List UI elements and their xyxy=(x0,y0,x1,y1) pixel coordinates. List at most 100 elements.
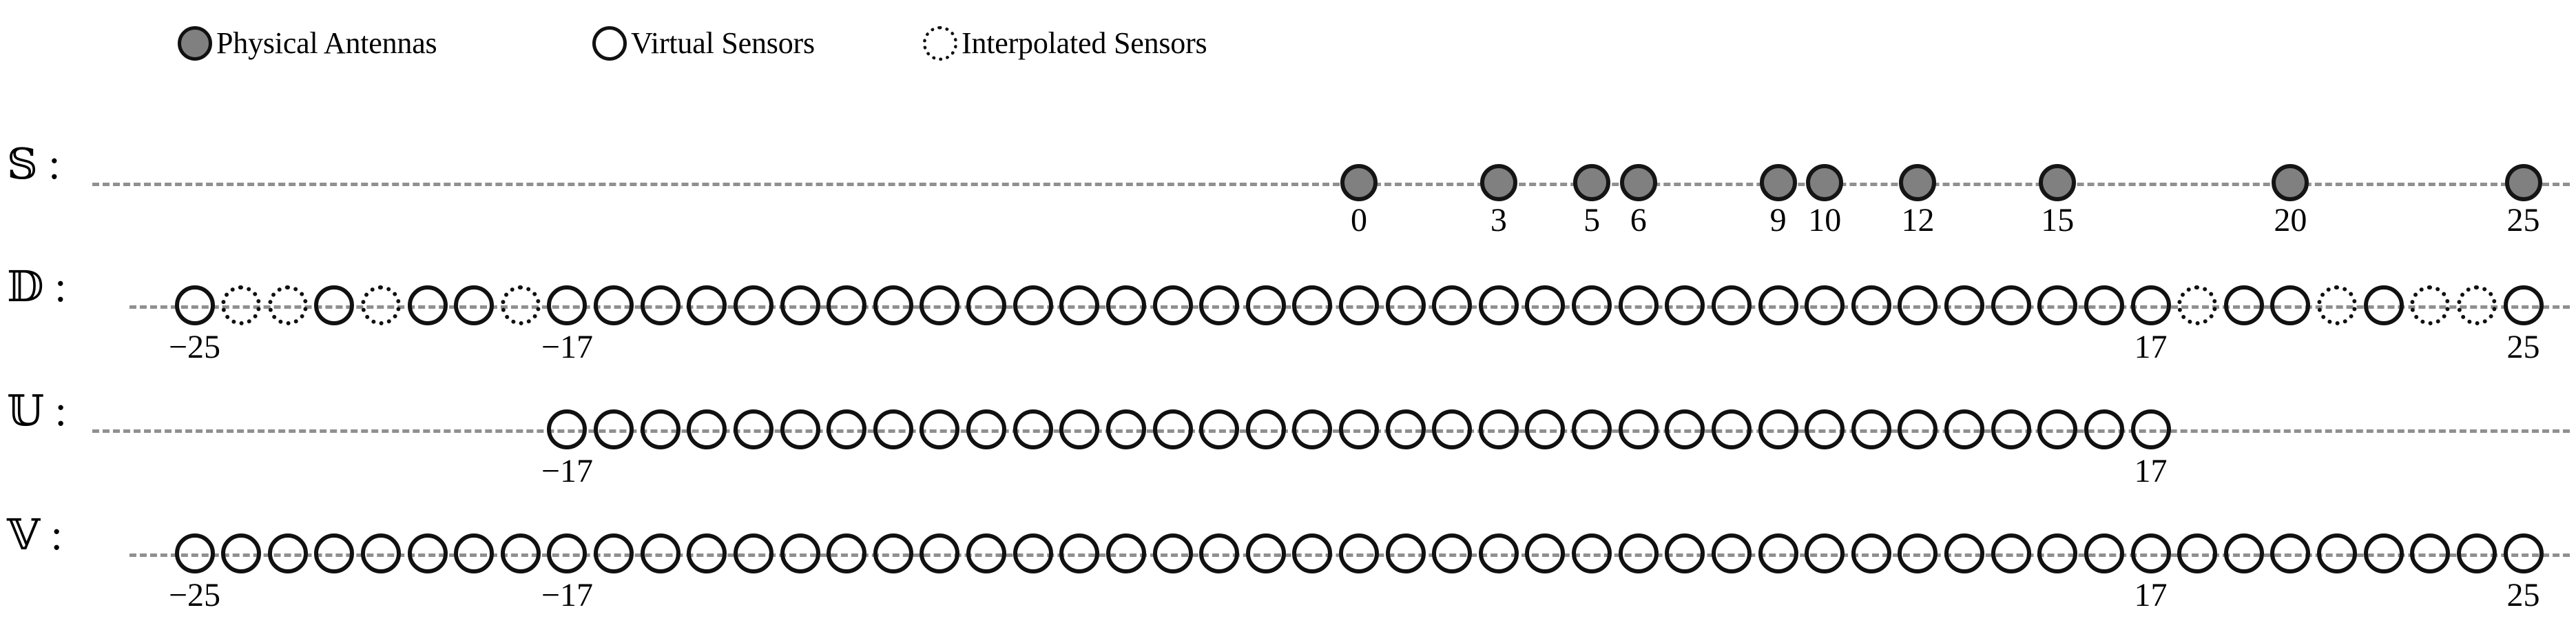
sensor-node-virtual xyxy=(2503,285,2544,325)
sensor-node-virtual xyxy=(1292,285,1333,325)
sensor-node-virtual xyxy=(1758,285,1798,325)
sensor-node-virtual xyxy=(547,285,588,325)
sensor-node-virtual xyxy=(1618,285,1659,325)
axis-tick-label: 10 xyxy=(1808,202,1842,238)
sensor-node-virtual xyxy=(1851,285,1891,325)
sensor-node-virtual xyxy=(1245,533,1286,573)
sensor-node-virtual xyxy=(780,533,820,573)
sensor-node-virtual xyxy=(687,409,727,449)
axis-tick-label: 0 xyxy=(1351,202,1367,238)
sensor-node-virtual xyxy=(1385,285,1426,325)
sensor-node-virtual xyxy=(1245,409,1286,449)
sensor-node-physical xyxy=(1573,164,1611,201)
sensor-node-interpolated xyxy=(500,285,541,325)
sensor-node-virtual xyxy=(687,285,727,325)
legend: Physical Antennas Virtual Sensors Interp… xyxy=(0,12,2576,74)
row-label-U: 𝕌 : xyxy=(7,388,67,435)
sensor-node-virtual xyxy=(1292,409,1333,449)
sensor-node-virtual xyxy=(640,533,681,573)
sensor-node-virtual xyxy=(640,285,681,325)
sensor-node-interpolated xyxy=(2317,285,2358,325)
filled-circle-icon xyxy=(178,26,212,61)
axis-tick-label: 25 xyxy=(2506,202,2540,238)
sensor-node-virtual xyxy=(454,533,495,573)
row-label-S: 𝕊 : xyxy=(7,141,61,188)
axis-tick-label: 25 xyxy=(2506,329,2540,365)
sensor-node-virtual xyxy=(1292,533,1333,573)
sensor-node-virtual xyxy=(1991,533,2031,573)
sensor-node-virtual xyxy=(2037,533,2078,573)
sensor-node-virtual xyxy=(500,533,541,573)
sensor-node-virtual xyxy=(1944,285,1985,325)
sensor-node-virtual xyxy=(1711,533,1752,573)
legend-item-virtual-sensors: Virtual Sensors xyxy=(592,12,815,74)
sensor-node-virtual xyxy=(1665,285,1705,325)
sensor-node-virtual xyxy=(1525,409,1566,449)
sensor-node-virtual xyxy=(2317,533,2358,573)
sensor-node-virtual xyxy=(2084,409,2124,449)
sensor-node-physical xyxy=(1806,164,1844,201)
sensor-node-virtual xyxy=(1805,285,1845,325)
sensor-node-virtual xyxy=(2503,533,2544,573)
sensor-node-virtual xyxy=(2270,285,2311,325)
axis-tick-label: −17 xyxy=(541,329,593,365)
sensor-node-virtual xyxy=(2223,533,2264,573)
sensor-node-virtual xyxy=(1711,285,1752,325)
sensor-node-physical xyxy=(2504,164,2542,201)
sensor-node-virtual xyxy=(1432,533,1473,573)
sensor-node-virtual xyxy=(1105,285,1146,325)
sensor-node-virtual xyxy=(1665,533,1705,573)
sensor-node-virtual xyxy=(1339,533,1379,573)
sensor-node-virtual xyxy=(1478,533,1519,573)
sensor-node-virtual xyxy=(407,285,448,325)
sensor-node-virtual xyxy=(966,285,1007,325)
sensor-node-physical xyxy=(2272,164,2309,201)
sensor-node-virtual xyxy=(920,533,960,573)
sensor-node-virtual xyxy=(1059,409,1100,449)
sensor-node-virtual xyxy=(1245,285,1286,325)
axis-tick-label: 15 xyxy=(2041,202,2075,238)
sensor-node-virtual xyxy=(1432,285,1473,325)
sensor-node-virtual xyxy=(780,409,820,449)
sensor-node-virtual xyxy=(174,533,215,573)
sensor-node-virtual xyxy=(314,533,355,573)
sensor-node-physical xyxy=(1759,164,1797,201)
sensor-node-virtual xyxy=(2270,533,2311,573)
axis-tick-label: 5 xyxy=(1583,202,1601,238)
sensor-node-virtual xyxy=(1572,285,1612,325)
sensor-node-virtual xyxy=(2410,533,2451,573)
sensor-node-interpolated xyxy=(221,285,262,325)
sensor-node-virtual xyxy=(1898,533,1938,573)
legend-item-interpolated-sensors: Interpolated Sensors xyxy=(923,12,1207,74)
sensor-node-virtual xyxy=(733,533,773,573)
sensor-node-virtual xyxy=(1432,409,1473,449)
axis-tick-label: 20 xyxy=(2274,202,2307,238)
sensor-node-virtual xyxy=(1944,533,1985,573)
dotted-circle-icon xyxy=(923,26,957,61)
sensor-node-virtual xyxy=(827,533,867,573)
sensor-node-virtual xyxy=(1805,409,1845,449)
sensor-node-virtual xyxy=(2130,409,2171,449)
sensor-node-virtual xyxy=(640,409,681,449)
sensor-node-interpolated xyxy=(267,285,308,325)
sensor-node-virtual xyxy=(547,533,588,573)
sensor-node-virtual xyxy=(1199,285,1240,325)
sensor-node-interpolated xyxy=(2177,285,2218,325)
sensor-node-virtual xyxy=(1478,285,1519,325)
sensor-node-virtual xyxy=(547,409,588,449)
sensor-node-virtual xyxy=(1012,409,1053,449)
sensor-node-virtual xyxy=(966,409,1007,449)
axis-tick-label: −17 xyxy=(541,577,593,613)
sensor-node-virtual xyxy=(1525,285,1566,325)
sensor-node-virtual xyxy=(1572,409,1612,449)
sensor-node-virtual xyxy=(1478,409,1519,449)
sensor-node-virtual xyxy=(1991,409,2031,449)
sensor-node-virtual xyxy=(873,409,913,449)
sensor-node-virtual xyxy=(1059,285,1100,325)
sensor-node-virtual xyxy=(2363,533,2404,573)
sensor-node-virtual xyxy=(1339,409,1379,449)
axis-tick-label: 17 xyxy=(2134,453,2168,489)
